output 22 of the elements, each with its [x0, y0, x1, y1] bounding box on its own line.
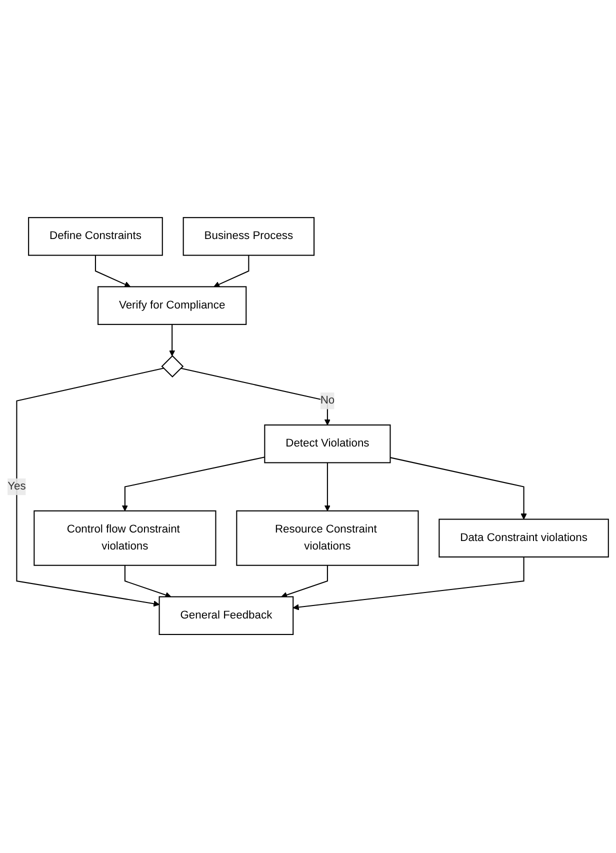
arrow	[94, 256, 131, 288]
node-box: Resource Constraint violations	[236, 510, 419, 566]
node-box: Control flow Constraint violations	[34, 510, 216, 566]
arrow	[214, 256, 250, 288]
arrow	[16, 368, 164, 608]
node-diamond	[161, 356, 184, 378]
arrow	[324, 463, 331, 512]
edge-label: Yes	[8, 480, 26, 493]
arrow	[281, 566, 328, 598]
arrow	[180, 368, 331, 426]
node-box: Business Process	[182, 218, 315, 256]
arrow	[122, 457, 265, 512]
node-box: General Feedback	[158, 596, 294, 636]
arrow	[169, 324, 176, 357]
arrow	[390, 458, 527, 520]
edge-label: No	[320, 395, 335, 407]
arrow	[292, 557, 524, 611]
node-box: Verify for Compliance	[98, 286, 247, 326]
node-box: Detect Violations	[264, 424, 391, 464]
arrow	[124, 566, 172, 598]
node-box: Define Constraints	[28, 218, 163, 256]
node-box: Data Constraint violations	[438, 519, 609, 558]
